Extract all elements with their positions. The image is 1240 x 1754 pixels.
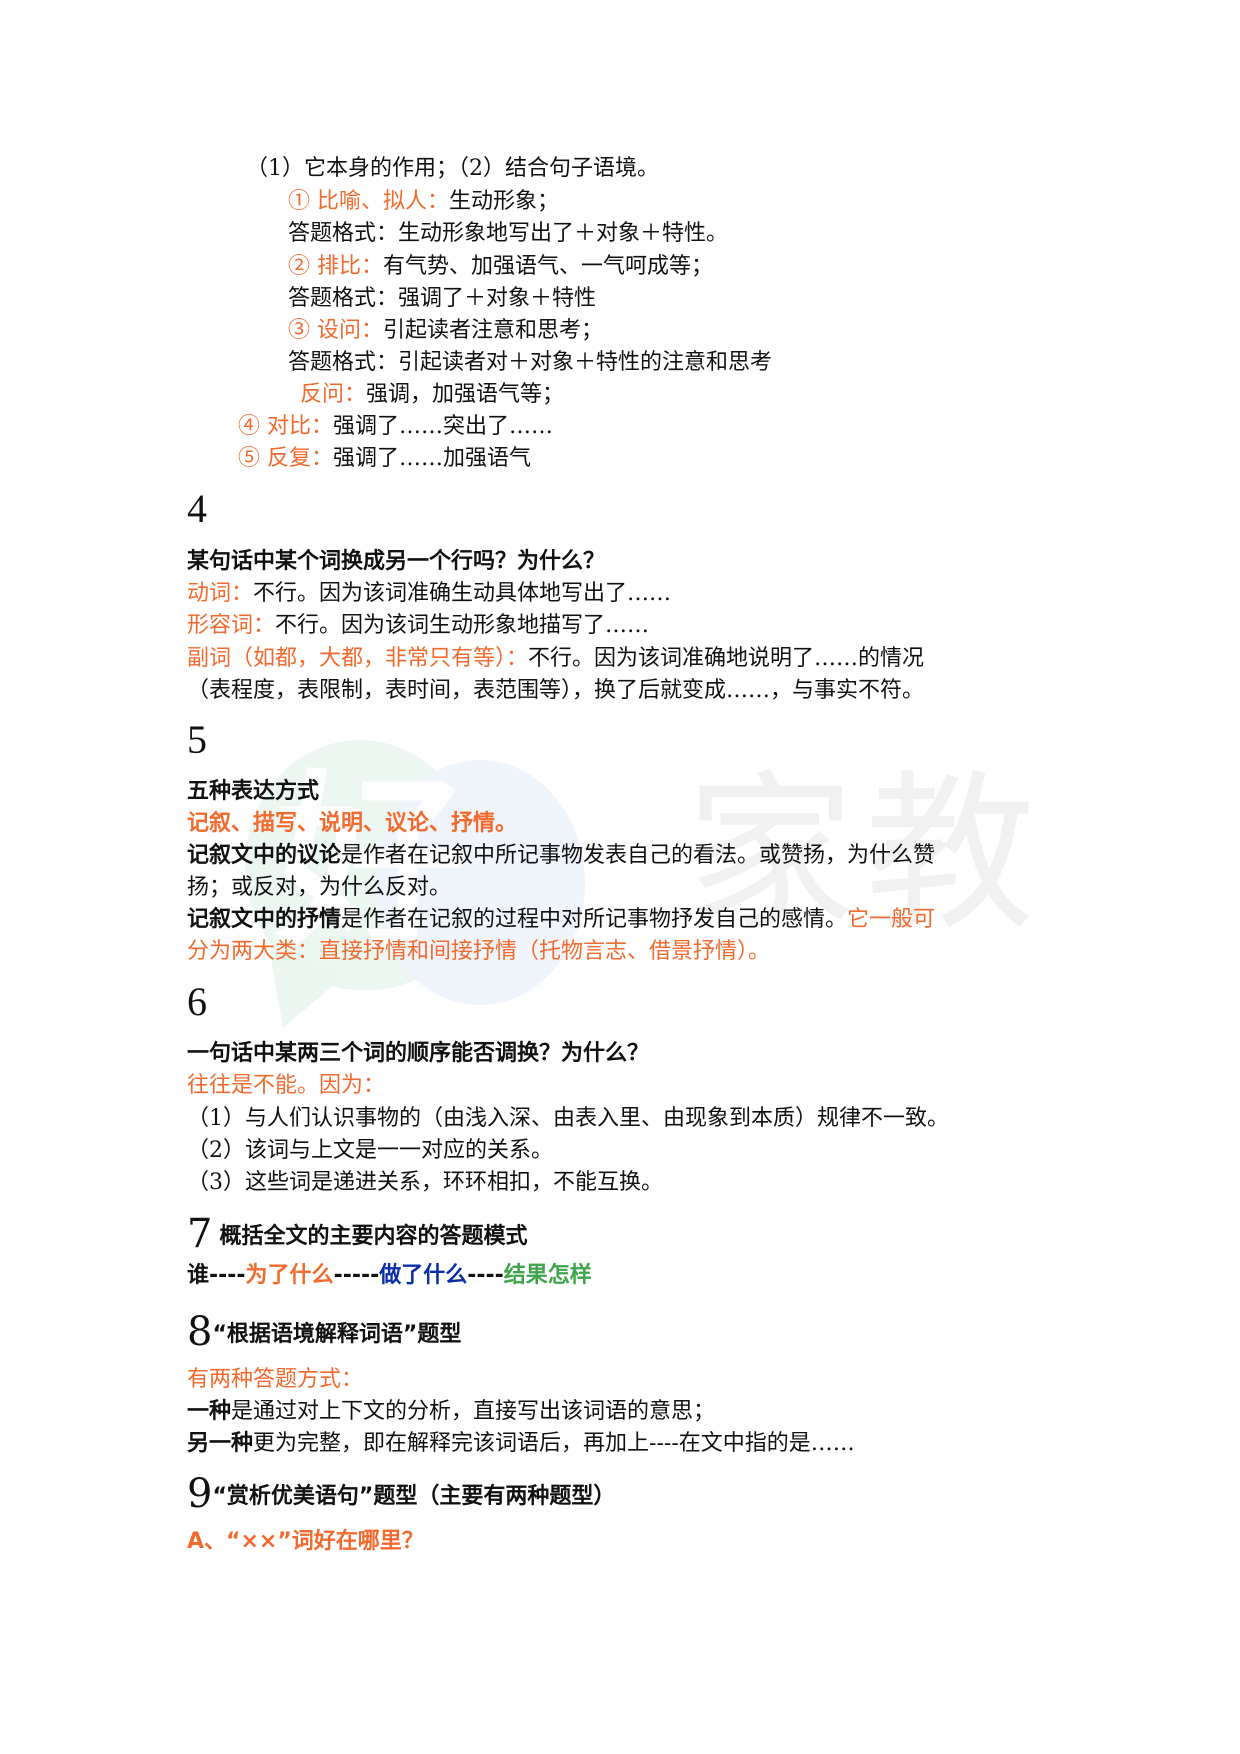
section-number: 7 — [187, 1211, 213, 1257]
pattern-dash: ----- — [333, 1263, 380, 1288]
paragraph-text: 是作者在记叙中所记事物发表自己的看法。或赞扬，为什么赞 — [341, 843, 936, 868]
paragraph-term: 记叙文中的议论 — [187, 843, 342, 868]
summary-pattern: 谁----为了什么-----做了什么----结果怎样 — [187, 1262, 592, 1290]
pattern-dash: ---- — [209, 1263, 246, 1288]
rhetoric-label: ② 排比： — [288, 254, 383, 279]
answer-format: 答题格式：生动形象地写出了＋对象＋特性。 — [288, 221, 729, 246]
rhetoric-item: ③ 设问：引起读者注意和思考； — [288, 317, 603, 345]
paragraph-lyric: 记叙文中的抒情是作者在记叙的过程中对所记事物抒发自己的感情。它一般可 — [187, 906, 935, 934]
word-type-text: 不行。因为该词准确生动具体地写出了…… — [253, 581, 672, 606]
rhetoric-text: 生动形象； — [449, 189, 560, 214]
section-title: 五种表达方式 — [187, 779, 320, 804]
section-answer: 往往是不能。因为： — [187, 1073, 386, 1098]
rhetoric-text: 强调了……加强语气 — [333, 446, 532, 471]
section-heading: 8“根据语境解释词语”题型 — [187, 1310, 461, 1361]
section-title: “赏析优美语句”题型（主要有两种题型） — [212, 1484, 616, 1509]
section3-intro: （1）它本身的作用；（2）结合句子语境。 — [246, 156, 659, 181]
subquestion-a: A、“××”词好在哪里？ — [187, 1529, 424, 1554]
answer-format: 答题格式：引起读者对＋对象＋特性的注意和思考 — [288, 350, 773, 375]
method-term: 另一种 — [187, 1431, 254, 1456]
word-type-label: 形容词： — [187, 613, 276, 638]
rhetoric-item: ④ 对比：强调了……突出了…… — [238, 413, 553, 441]
rhetoric-text: 强调了……突出了…… — [333, 414, 554, 439]
pattern-what: 做了什么 — [379, 1263, 468, 1288]
paragraph-term: 记叙文中的抒情 — [187, 907, 342, 932]
section-title: “根据语境解释词语”题型 — [212, 1322, 462, 1347]
section-heading: 9“赏析优美语句”题型（主要有两种题型） — [187, 1472, 615, 1523]
section-title: 概括全文的主要内容的答题模式 — [219, 1224, 528, 1249]
section-heading: 7 概括全文的主要内容的答题模式 — [187, 1212, 527, 1263]
word-type-text: 不行。因为该词生动形象地描写了…… — [275, 613, 650, 638]
rhetoric-item: ① 比喻、拟人：生动形象； — [288, 188, 559, 216]
reason-item: （2）该词与上文是一一对应的关系。 — [187, 1138, 553, 1163]
rhetoric-item: ⑤ 反复：强调了……加强语气 — [238, 445, 531, 473]
section-number: 4 — [187, 486, 207, 531]
pattern-why: 为了什么 — [245, 1263, 334, 1288]
pattern-dash: ---- — [467, 1263, 504, 1288]
word-type-continuation: （表程度，表限制，表时间，表范围等），换了后就变成……，与事实不符。 — [187, 678, 925, 703]
pattern-who: 谁 — [187, 1263, 210, 1288]
section-question: 某句话中某个词换成另一个行吗？为什么？ — [187, 549, 606, 574]
rhetoric-label: 反问： — [300, 382, 367, 407]
rhetoric-text: 强调，加强语气等； — [366, 382, 565, 407]
rhetoric-text: 引起读者注意和思考； — [383, 318, 604, 343]
word-type-label: 动词： — [187, 581, 254, 606]
paragraph-continuation: 扬；或反对，为什么反对。 — [187, 875, 452, 900]
reason-item: （3）这些词是递进关系，环环相扣，不能互换。 — [187, 1170, 663, 1195]
section-intro: 有两种答题方式： — [187, 1367, 364, 1392]
expression-types: 记叙、描写、说明、议论、抒情。 — [187, 811, 518, 836]
rhetoric-text: 有气势、加强语气、一气呵成等； — [383, 254, 714, 279]
word-type-text: 不行。因为该词准确地说明了……的情况 — [528, 646, 925, 671]
method-text: 更为完整，即在解释完该词语后，再加上----在文中指的是…… — [253, 1431, 855, 1456]
rhetoric-label: ① 比喻、拟人： — [288, 189, 449, 214]
word-type-row: 形容词：不行。因为该词生动形象地描写了…… — [187, 612, 649, 640]
rhetoric-label: ③ 设问： — [288, 318, 383, 343]
section-number: 5 — [187, 717, 207, 762]
paragraph-argument: 记叙文中的议论是作者在记叙中所记事物发表自己的看法。或赞扬，为什么赞 — [187, 842, 935, 870]
section-number: 6 — [187, 979, 207, 1024]
method-item: 另一种更为完整，即在解释完该词语后，再加上----在文中指的是…… — [187, 1430, 855, 1458]
rhetoric-item: 反问：强调，加强语气等； — [300, 381, 564, 409]
paragraph-highlight-continuation: 分为两大类：直接抒情和间接抒情（托物言志、借景抒情）。 — [187, 939, 771, 964]
rhetoric-item: ② 排比：有气势、加强语气、一气呵成等； — [288, 253, 713, 281]
method-text: 是通过对上下文的分析，直接写出该词语的意思； — [231, 1399, 716, 1424]
method-item: 一种是通过对上下文的分析，直接写出该词语的意思； — [187, 1398, 715, 1426]
section-question: 一句话中某两三个词的顺序能否调换？为什么？ — [187, 1041, 650, 1066]
rhetoric-label: ④ 对比： — [238, 414, 333, 439]
paragraph-text: 是作者在记叙的过程中对所记事物抒发自己的感情。 — [341, 907, 848, 932]
word-type-row: 动词：不行。因为该词准确生动具体地写出了…… — [187, 580, 671, 608]
section-number: 8 — [187, 1309, 213, 1355]
word-type-row: 副词（如都，大都，非常只有等）：不行。因为该词准确地说明了……的情况 — [187, 645, 924, 673]
method-term: 一种 — [187, 1399, 232, 1424]
paragraph-highlight: 它一般可 — [847, 907, 936, 932]
pattern-result: 结果怎样 — [503, 1263, 592, 1288]
word-type-label: 副词（如都，大都，非常只有等）： — [187, 646, 529, 671]
rhetoric-label: ⑤ 反复： — [238, 446, 333, 471]
answer-format: 答题格式：强调了＋对象＋特性 — [288, 286, 597, 311]
section-number: 9 — [187, 1471, 213, 1517]
reason-item: （1）与人们认识事物的（由浅入深、由表入里、由现象到本质）规律不一致。 — [187, 1106, 949, 1131]
